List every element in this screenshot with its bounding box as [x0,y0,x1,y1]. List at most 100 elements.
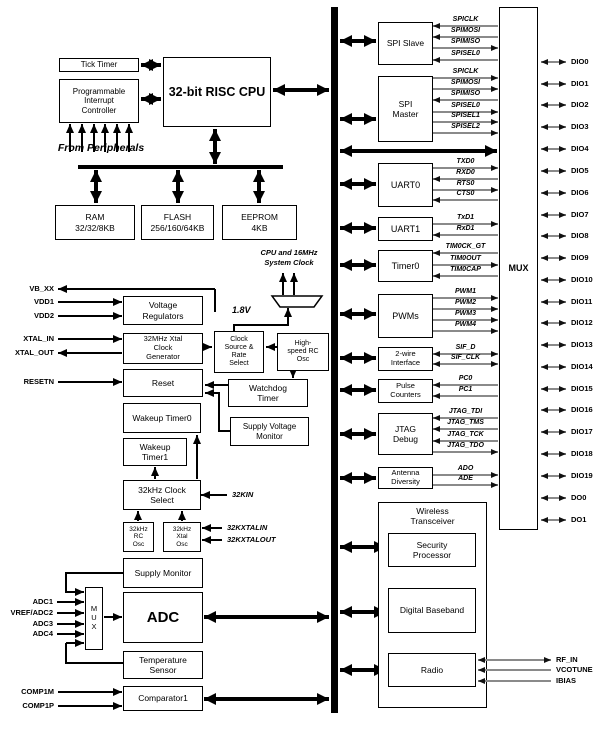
memory-bus-bar [78,165,283,169]
signal-ADE-arrowhead [491,481,498,488]
pin-DIO15-line [541,388,566,390]
supply-voltage-monitor-label: Supply Voltage [242,422,297,432]
arrow-peripheral-irq6-line [128,124,130,152]
signal-RTS0-label: RTS0 [456,180,475,187]
high-speed-rc-osc-label: High- [294,339,312,347]
pin-DIO17-label: DIO17 [571,427,593,436]
xtal-osc-32khz-label: Xtal [176,533,188,541]
arrow-clocksrc-clockmux-arrowhead [283,308,292,317]
jtag-debug-label: JTAG [394,423,417,434]
signal-TIM0OUT-line [433,264,498,266]
wakeup-timer0-label: Wakeup Timer0 [132,412,192,423]
arrow-bus-pwms-line [340,311,376,317]
arrow-membus-flash-line [175,170,181,203]
pin-DIO8-label: DIO8 [571,231,589,240]
signal-ADO-line [433,474,498,476]
arrow-bus-spislave-arrowhead [340,35,352,47]
arrow-membus-ram-arrowhead [90,170,102,182]
signal-SPICLK-label: SPICLK [452,68,479,75]
signal-PWM1-line [433,297,498,299]
pin-DIO11-label: DIO11 [571,297,593,306]
arrow-bus-pwms-arrowhead [340,308,352,320]
xtal-clock-generator-label: Generator [146,351,180,361]
pin-DIO4-line [541,148,566,150]
signal-SIF_D-arrowhead [433,350,440,357]
arrow-membus-flash-arrowhead [172,191,184,203]
signal-RESETN-line [58,381,122,383]
arrow-peripheral-irq1-arrowhead [65,124,74,133]
signal-SPICLK-line [433,25,498,27]
arrow-bus-timer0-line [340,262,376,268]
signal-JTAG_TDO-line [433,451,498,453]
signal-TIM0OUT-arrowhead [491,261,498,268]
arrow-bus-radio-arrowhead [340,664,352,676]
signal-PWM1-label: PWM1 [455,288,476,295]
signal-RF_IN-line [478,659,551,661]
pin-DIO11-arrowhead [541,298,548,305]
arrow-bus-pwms-arrowhead [364,308,376,320]
signal-COMP1M-label: COMP1M [21,687,54,696]
pin-DIO12-arrowhead [541,319,548,326]
pin-DIO12-arrowhead [559,319,566,326]
signal-PC0-label: PC0 [458,375,473,382]
signal-32KXTALOUT-line [202,539,222,541]
arrow-membus-eeprom-arrowhead [253,191,265,203]
arrow-svm-reset-arrowhead [205,388,214,397]
pin-DIO17-line [541,431,566,433]
arrow-bus-security-arrowhead [340,541,352,553]
clock-select-32khz-label: Select [150,495,174,505]
signal-JTAG_TDI-label: JTAG_TDI [448,408,483,415]
pin-DIO8-line [541,235,566,237]
arrow-bus-baseband-arrowhead [340,606,352,618]
signal-SPICLK-line [433,77,498,79]
pin-DIO3-label: DIO3 [571,122,589,131]
temperature-sensor-label: Temperature [139,654,187,665]
arrow-rc32k-select-arrowhead [133,511,142,520]
signal-SPIMOSI-arrowhead [491,85,498,92]
signal-COMP1P-line [58,705,122,707]
two-wire-interface-label: Interface [390,358,421,367]
pin-DO1-line [541,519,566,521]
signal-PWM1-arrowhead [491,294,498,301]
arrow-bus-uart1-line [340,225,376,231]
signal-ADC4-line [57,633,84,635]
signal-PWM4-arrowhead [491,327,498,334]
arrow-bus-antenna-line [340,475,376,481]
arrow-cpu-membus-arrowhead [209,129,221,141]
signal-RESETN-label: RESETN [23,377,54,386]
arrow-bus-spimaster-arrowhead [364,113,376,125]
signal-ADO-label: ADO [457,465,474,472]
pin-DIO13-label: DIO13 [571,340,593,349]
pin-DIO16-arrowhead [559,406,566,413]
signal-RXD0-arrowhead [433,175,440,182]
wireless-transceiver-label: Transceiver [410,516,455,527]
signal-IBIAS-label: IBIAS [556,676,577,685]
adc-input-mux-label: X [91,621,97,631]
signal-ADC3-arrowhead [75,619,84,628]
signal-JTAG_TMS-label: JTAG_TMS [447,419,484,426]
signal-ADC1-arrowhead [75,597,84,606]
arrow-bus-timer0-arrowhead [340,259,352,271]
two-wire-interface-label: 2-wire [395,349,416,359]
signal-JTAG_TMS-line [433,428,498,430]
arrow-tempsensor-mux-arrowhead [75,638,84,647]
arrow-membus-eeprom-arrowhead [253,170,265,182]
signal-SPIMISO-arrowhead [491,44,498,51]
signal-VDD1-line [58,301,122,303]
antenna-diversity-label: Diversity [391,477,420,486]
reset-box: Reset [123,369,203,397]
pin-DIO14-arrowhead [541,363,548,370]
arrow-rcosc-clocksrc-arrowhead [266,342,275,351]
arrow-bus-twowire-line [340,355,376,361]
signal-SPIMOSI-label: SPIMOSI [450,79,481,86]
signal-32KXTALIN-line [202,527,222,529]
peripheral-bus [331,7,338,713]
arrow-adc-bus-arrowhead [204,611,216,623]
pin-DIO9-arrowhead [541,254,548,261]
pin-DO1-arrowhead [541,516,548,523]
risc-cpu-box: 32-bit RISC CPU [163,57,271,127]
pin-DIO1-arrowhead [559,80,566,87]
signal-CTS0-line [433,199,498,201]
